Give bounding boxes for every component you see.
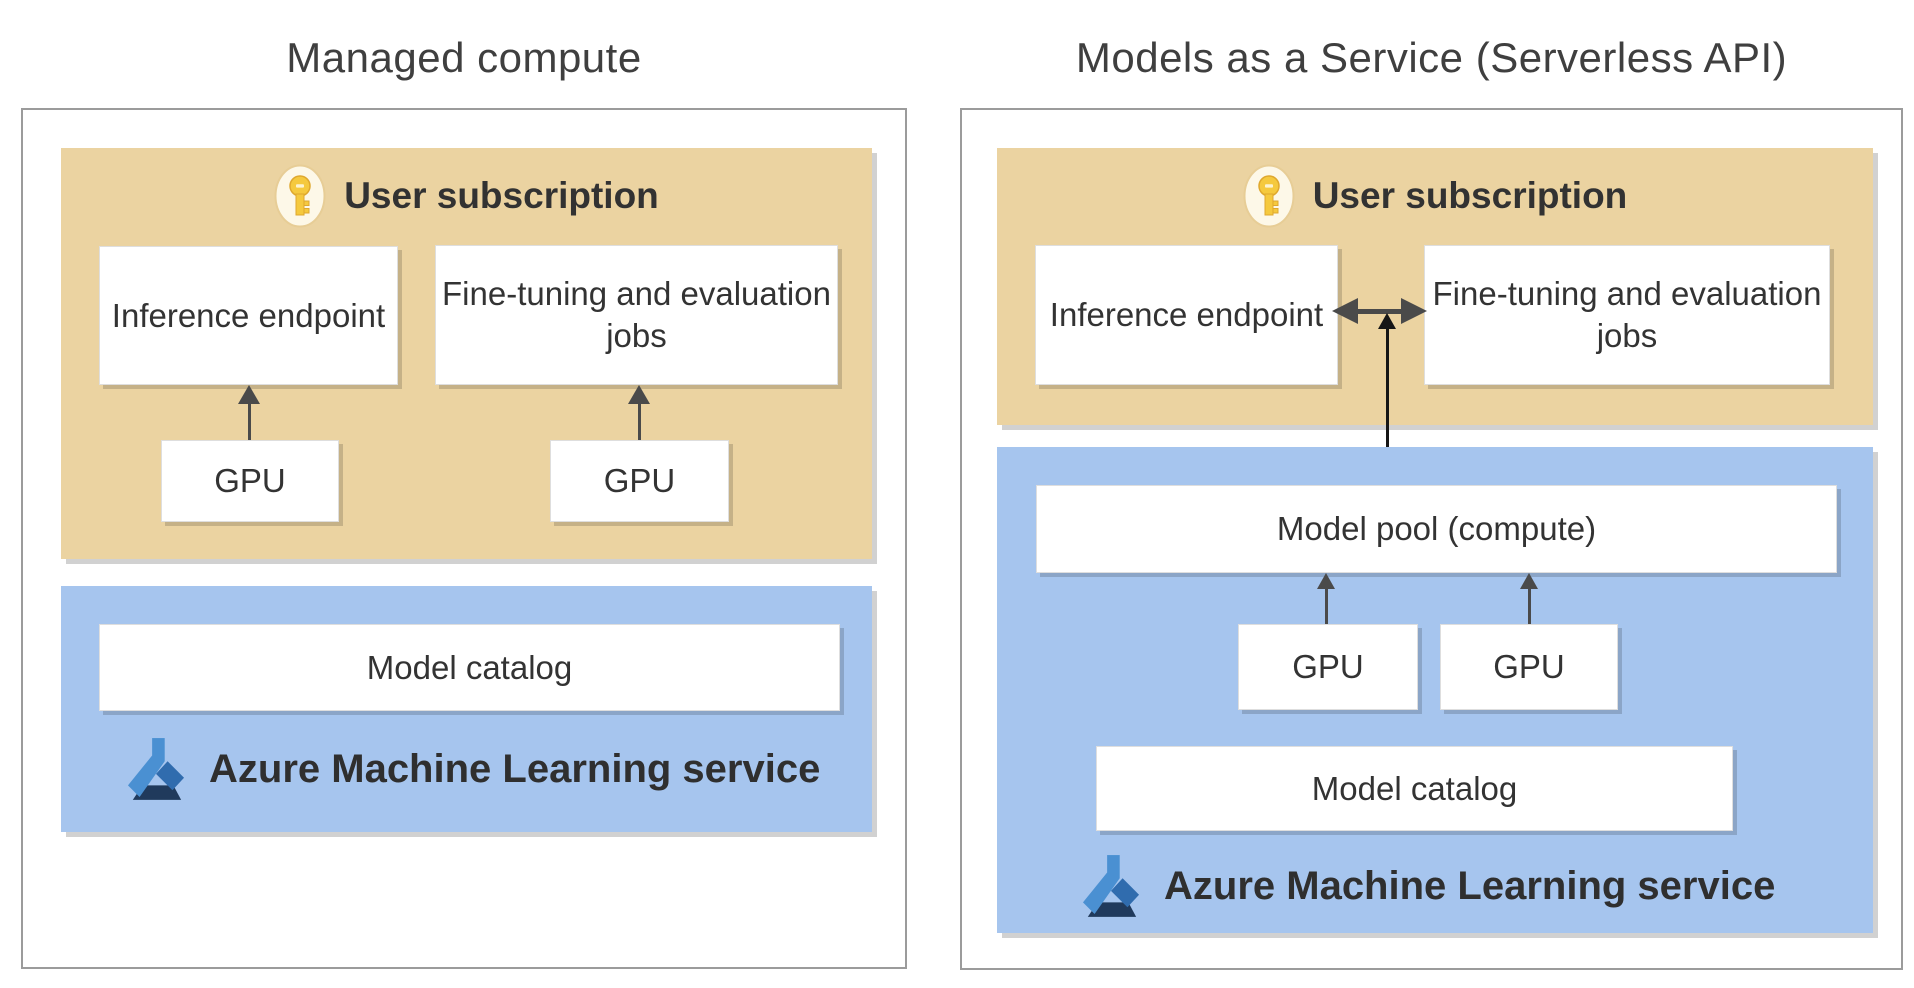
- panel-managed-compute: User subscription Inference endpoint Fin…: [21, 108, 907, 969]
- gpu-label: GPU: [1292, 648, 1364, 686]
- finetuning-evaluation-box: Fine-tuning and evaluation jobs: [1424, 245, 1830, 385]
- gpu-box: GPU: [1440, 624, 1618, 710]
- azure-ml-service-row: Azure Machine Learning service: [127, 734, 820, 804]
- user-subscription-header: User subscription: [997, 164, 1873, 228]
- finetuning-evaluation-label: Fine-tuning and evaluation jobs: [442, 275, 831, 354]
- up-arrow: [628, 385, 650, 440]
- gpu-label: GPU: [1493, 648, 1565, 686]
- user-subscription-label: User subscription: [1312, 175, 1628, 216]
- model-catalog-label: Model catalog: [1311, 769, 1518, 807]
- model-pool-label: Model pool (compute): [1276, 510, 1597, 548]
- gpu-label: GPU: [214, 462, 286, 500]
- up-arrow: [1518, 573, 1540, 624]
- key-icon: [1243, 164, 1295, 228]
- panel-maas: User subscription Inference endpoint Fin…: [960, 108, 1903, 970]
- model-catalog-label: Model catalog: [366, 648, 573, 686]
- model-pool-box: Model pool (compute): [1036, 485, 1837, 573]
- inference-endpoint-label: Inference endpoint: [111, 296, 386, 334]
- panel-title-maas: Models as a Service (Serverless API): [1075, 34, 1788, 81]
- azure-ml-service-zone: Model catalog Azure Machine Learning ser…: [61, 586, 872, 832]
- panel-title-managed-compute: Managed compute: [286, 34, 642, 81]
- model-catalog-box: Model catalog: [1096, 746, 1733, 831]
- gpu-box: GPU: [550, 440, 729, 522]
- finetuning-evaluation-box: Fine-tuning and evaluation jobs: [435, 245, 838, 385]
- inference-endpoint-box: Inference endpoint: [99, 246, 398, 385]
- finetuning-evaluation-label: Fine-tuning and evaluation jobs: [1432, 275, 1822, 354]
- inference-endpoint-label: Inference endpoint: [1049, 296, 1324, 334]
- user-subscription-zone: User subscription Inference endpoint Fin…: [997, 148, 1873, 425]
- inference-endpoint-box: Inference endpoint: [1035, 245, 1338, 385]
- vertical-connector-arrow: [1378, 313, 1396, 485]
- double-arrow: [1332, 296, 1427, 326]
- up-arrow: [1315, 573, 1337, 624]
- azure-ml-service-label: Azure Machine Learning service: [209, 746, 821, 791]
- azure-ml-service-row: Azure Machine Learning service: [1082, 851, 1775, 921]
- azure-ml-flask-icon: [127, 736, 185, 802]
- key-icon: [274, 164, 326, 228]
- azure-ml-service-label: Azure Machine Learning service: [1164, 863, 1776, 908]
- azure-ml-service-zone: Model pool (compute) GPU GPU Model catal…: [997, 447, 1873, 933]
- user-subscription-label: User subscription: [344, 175, 659, 216]
- gpu-box: GPU: [161, 440, 339, 522]
- gpu-label: GPU: [603, 462, 676, 500]
- azure-ml-flask-icon: [1082, 853, 1140, 919]
- up-arrow: [238, 385, 260, 440]
- model-catalog-box: Model catalog: [99, 624, 840, 711]
- gpu-box: GPU: [1238, 624, 1418, 710]
- user-subscription-header: User subscription: [61, 164, 872, 228]
